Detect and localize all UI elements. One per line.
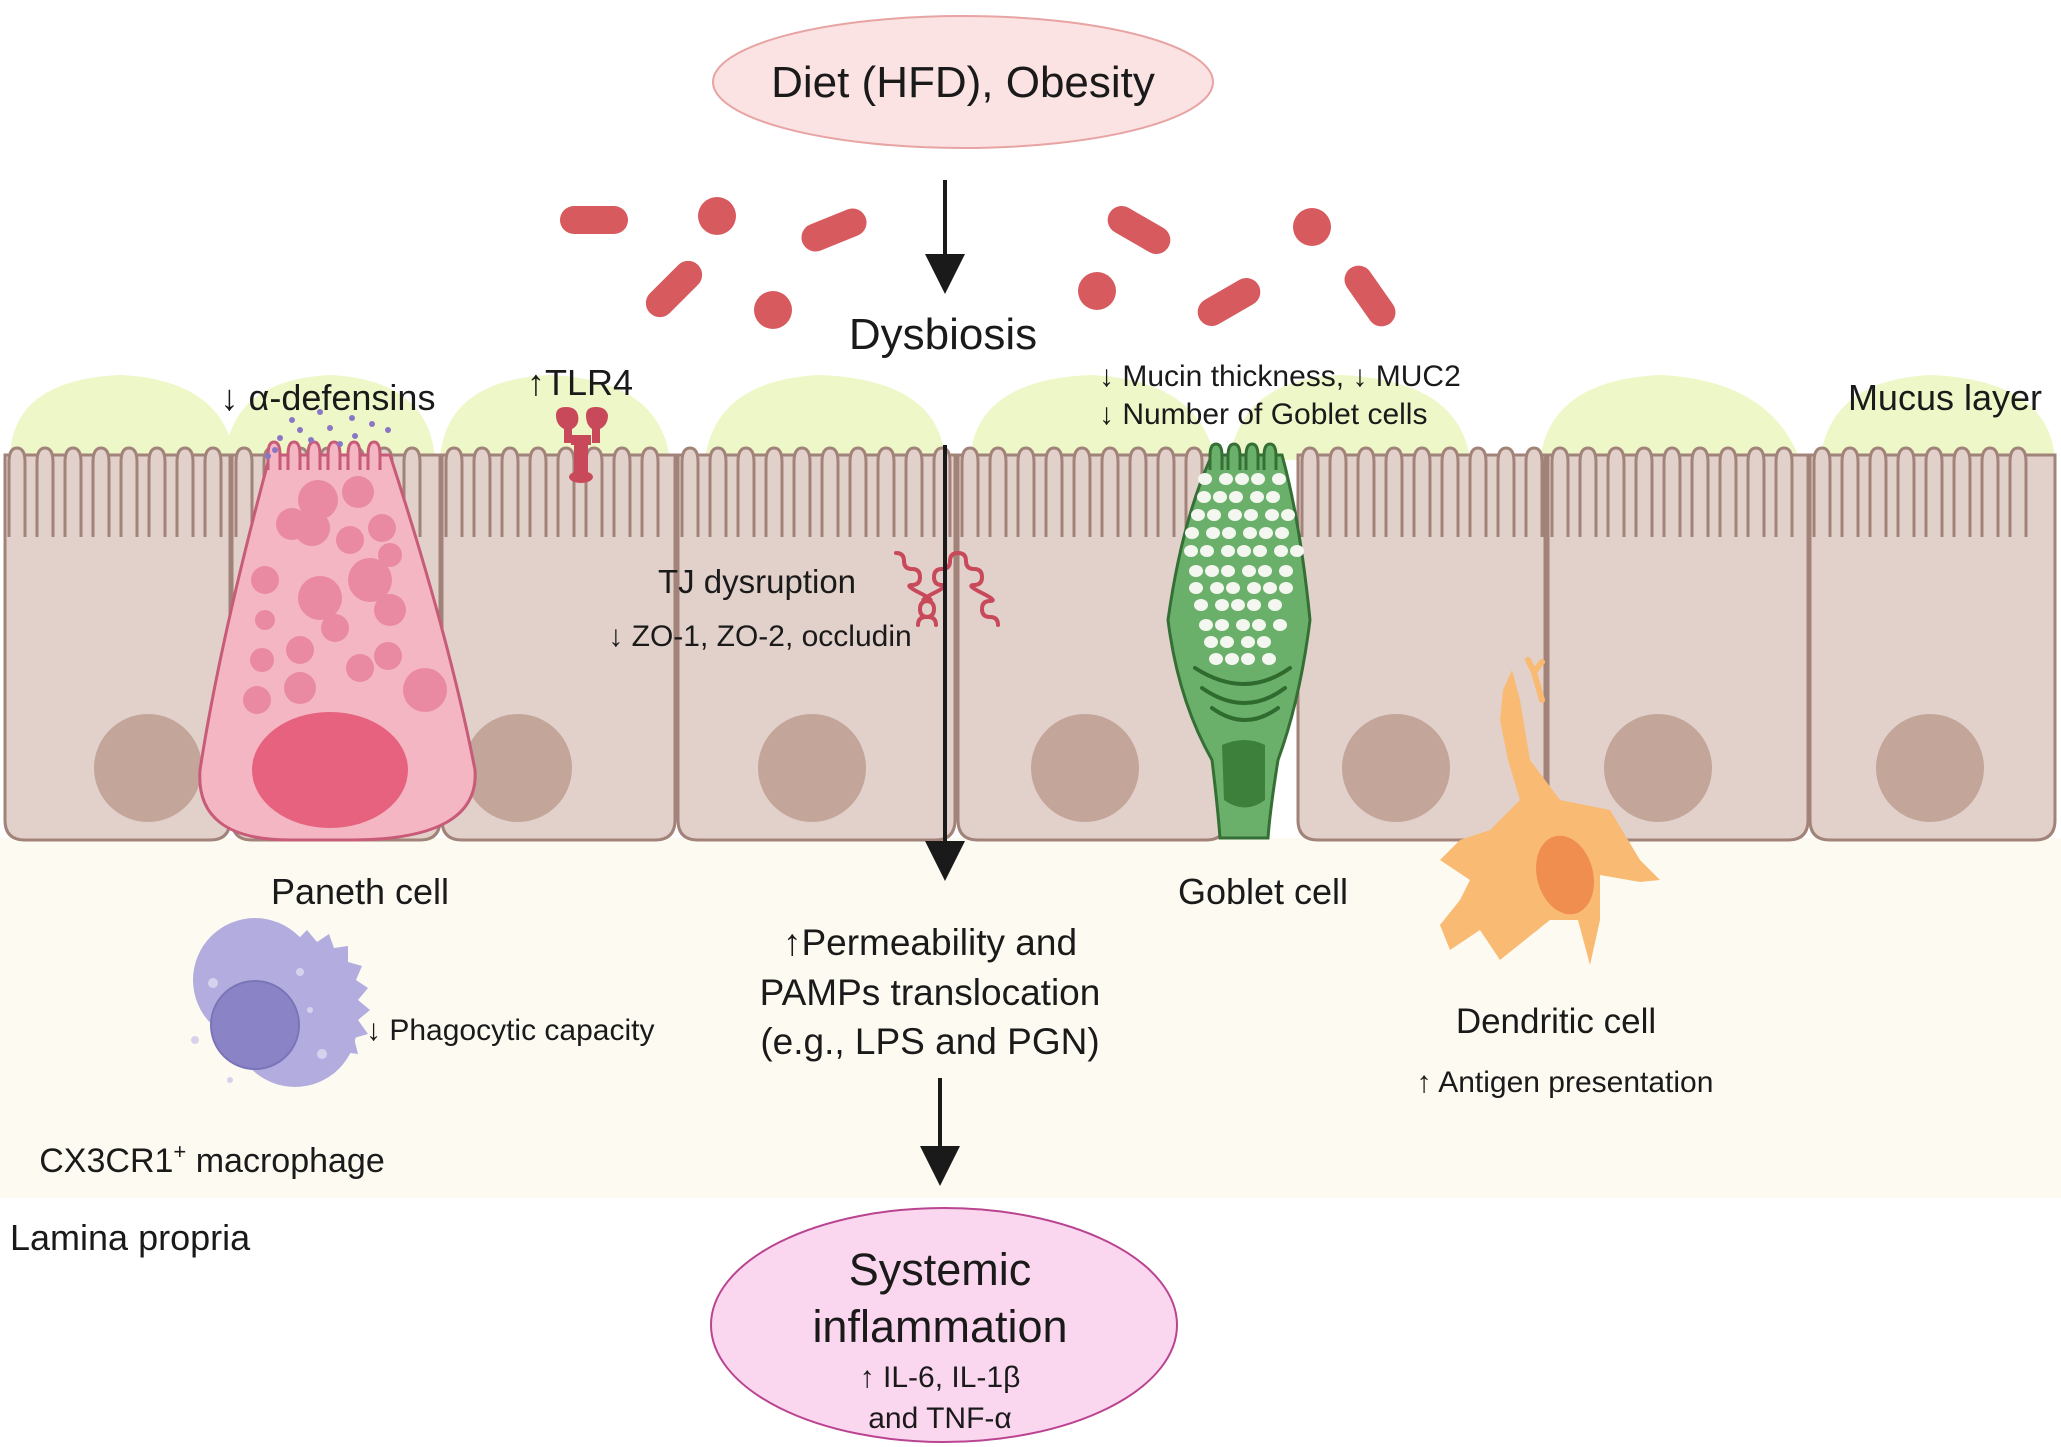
permeability-line-2: PAMPs translocation [760, 972, 1101, 1013]
lamina-propria-label: Lamina propria [10, 1217, 251, 1258]
enterocyte [676, 446, 957, 842]
enterocyte [1546, 446, 1810, 842]
dendritic-effect-label: ↑ Antigen presentation [1417, 1066, 1714, 1099]
tlr4-label: ↑TLR4 [527, 362, 633, 403]
dendritic-cell [1440, 657, 1660, 965]
macrophage [191, 918, 370, 1087]
trigger-label: Diet (HFD), Obesity [771, 58, 1155, 107]
permeability-line-3: (e.g., LPS and PGN) [760, 1021, 1099, 1062]
enterocyte [956, 446, 1228, 842]
tj-detail: ↓ ZO-1, ZO-2, occludin [608, 620, 911, 653]
bacteria [560, 197, 1396, 329]
enterocyte [1296, 446, 1547, 842]
paneth-effect-label: ↓ α-defensins [221, 377, 436, 418]
outcome-line-2: inflammation [812, 1301, 1067, 1352]
paneth-cell-label: Paneth cell [271, 871, 449, 912]
goblet-effect-2: ↓ Number of Goblet cells [1099, 398, 1427, 431]
goblet-effect-1: ↓ Mucin thickness, ↓ MUC2 [1099, 360, 1461, 393]
outcome-line-4: and TNF-α [868, 1402, 1012, 1435]
macrophage-label: CX3CR1+ macrophage [39, 1139, 385, 1180]
enterocyte [3, 446, 232, 842]
tj-title: TJ dysruption [658, 563, 856, 600]
paneth-cell [198, 409, 477, 842]
tlr4-receptor [556, 407, 608, 483]
enterocyte-layer [3, 446, 2057, 842]
goblet-cell-label: Goblet cell [1178, 871, 1348, 912]
goblet-cell [1166, 442, 1312, 840]
outcome-line-3: ↑ IL-6, IL-1β [860, 1361, 1021, 1394]
macrophage-effect-label: ↓ Phagocytic capacity [366, 1014, 654, 1047]
enterocyte [1808, 446, 2057, 842]
outcome-line-1: Systemic [849, 1244, 1032, 1295]
mucus-layer [10, 375, 2055, 460]
outcome-node: Systemic inflammation ↑ IL-6, IL-1β and … [710, 1207, 1178, 1443]
dendritic-cell-label: Dendritic cell [1456, 1002, 1656, 1041]
trigger-node: Diet (HFD), Obesity [712, 15, 1214, 149]
permeability-line-1: ↑Permeability and [783, 922, 1077, 963]
enterocyte [440, 446, 677, 842]
mucus-layer-label: Mucus layer [1848, 377, 2042, 418]
flow-arrows [920, 180, 965, 1186]
dysbiosis-label: Dysbiosis [849, 310, 1037, 359]
